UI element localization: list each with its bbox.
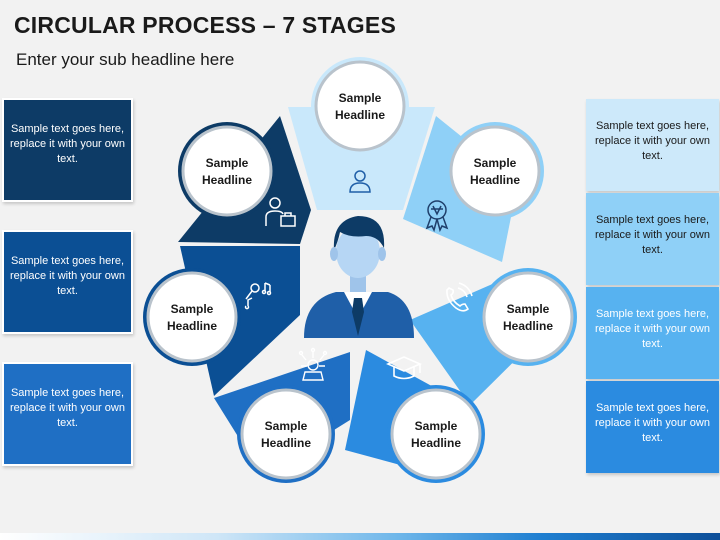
left-text-box-1[interactable]: Sample text goes here, replace it with y…: [2, 98, 133, 202]
left-text-box-3[interactable]: Sample text goes here, replace it with y…: [2, 362, 133, 466]
footer-gradient-bar: [0, 533, 720, 540]
stage-headline-line1: Sample: [265, 419, 308, 433]
network-idea-icon: [298, 347, 328, 381]
stage-headline-line1: Sample: [474, 156, 517, 170]
stage-headline-line2: Headline: [470, 173, 520, 187]
stage-circle-face: [449, 125, 541, 217]
right-text-box-4[interactable]: Sample text goes here, replace it with y…: [586, 381, 719, 473]
stage-circle-face: [146, 271, 238, 363]
stage-headline-line1: Sample: [206, 156, 249, 170]
right-text-box-1[interactable]: Sample text goes here, replace it with y…: [586, 99, 719, 191]
businessman-avatar-icon: [304, 216, 414, 338]
graduation-cap-icon: [386, 356, 422, 380]
microphone-music-icon: [244, 282, 272, 310]
stage-headline-line1: Sample: [339, 91, 382, 105]
page-title: CIRCULAR PROCESS – 7 STAGES: [14, 12, 396, 38]
page-subtitle: Enter your sub headline here: [16, 50, 235, 69]
stage-circle-face: [240, 388, 332, 480]
stage-headline-line2: Headline: [411, 436, 461, 450]
stage-headline-line2: Headline: [261, 436, 311, 450]
user-icon: [349, 170, 371, 193]
right-text-box-2[interactable]: Sample text goes here, replace it with y…: [586, 193, 719, 285]
stage-circle-face: [482, 271, 574, 363]
stage-circle-face: [390, 388, 482, 480]
stage-headline-line1: Sample: [415, 419, 458, 433]
phone-call-icon: [446, 282, 473, 312]
stage-circle-face: [181, 125, 273, 217]
businessman-briefcase-icon: [265, 197, 296, 227]
stage-headline-line2: Headline: [503, 319, 553, 333]
award-badge-icon: [425, 200, 449, 233]
stage-headline-line1: Sample: [507, 302, 550, 316]
stage-headline-line2: Headline: [335, 108, 385, 122]
right-text-box-3[interactable]: Sample text goes here, replace it with y…: [586, 287, 719, 379]
stage-headline-line2: Headline: [202, 173, 252, 187]
stage-headline-line2: Headline: [167, 319, 217, 333]
stage-headline-line1: Sample: [171, 302, 214, 316]
stage-circle-face: [314, 60, 406, 152]
left-text-box-2[interactable]: Sample text goes here, replace it with y…: [2, 230, 133, 334]
